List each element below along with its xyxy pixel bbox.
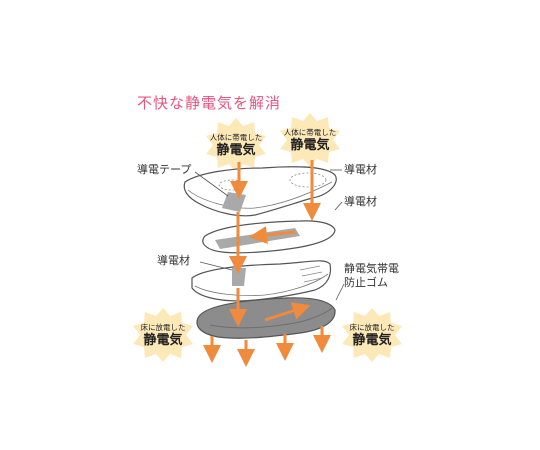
midsole-layer bbox=[202, 220, 336, 254]
discharge-arrows bbox=[203, 160, 331, 367]
burst-small-text: 床に放電した bbox=[349, 323, 395, 332]
burst-big-text: 静電気 bbox=[216, 143, 256, 158]
label-antistatic-rubber-line2: 防止ゴム bbox=[344, 276, 388, 289]
burst-big-text: 静電気 bbox=[143, 333, 183, 348]
label-conductive-tape: 導電テープ bbox=[137, 163, 192, 176]
shell-conductive-strip bbox=[232, 268, 246, 286]
page-title: 不快な静電気を解消 bbox=[137, 94, 282, 112]
arrow-4 bbox=[249, 226, 296, 244]
burst-big-text: 静電気 bbox=[352, 333, 392, 348]
burst-body-left bbox=[206, 118, 266, 172]
label-conductive-material-mid: 導電材 bbox=[344, 195, 377, 208]
arrow-6 bbox=[264, 302, 311, 322]
burst-label-body-right: 人体に帯電した 静電気 bbox=[280, 128, 340, 154]
burst-label-floor-right: 床に放電した 静電気 bbox=[342, 323, 402, 349]
leader-lines bbox=[194, 169, 345, 301]
label-conductive-material-top: 導電材 bbox=[344, 163, 377, 176]
burst-big-text: 静電気 bbox=[290, 138, 330, 153]
burst-small-text: 床に放電した bbox=[140, 323, 186, 332]
shell-layer bbox=[191, 260, 332, 302]
label-conductive-material-shell: 導電材 bbox=[157, 254, 190, 267]
burst-floor-left bbox=[133, 308, 193, 362]
burst-small-text: 人体に帯電した bbox=[209, 133, 263, 142]
rubber-sole-layer bbox=[196, 297, 336, 339]
label-antistatic-rubber: 静電気帯電 防止ゴム bbox=[344, 262, 399, 290]
insole-layer bbox=[183, 166, 337, 217]
burst-small-text: 人体に帯電した bbox=[283, 128, 337, 137]
label-antistatic-rubber-line1: 静電気帯電 bbox=[344, 262, 399, 275]
burst-label-body-left: 人体に帯電した 静電気 bbox=[206, 133, 266, 159]
burst-label-floor-left: 床に放電した 静電気 bbox=[133, 323, 193, 349]
burst-floor-right bbox=[342, 308, 402, 362]
burst-body-right bbox=[280, 113, 340, 167]
